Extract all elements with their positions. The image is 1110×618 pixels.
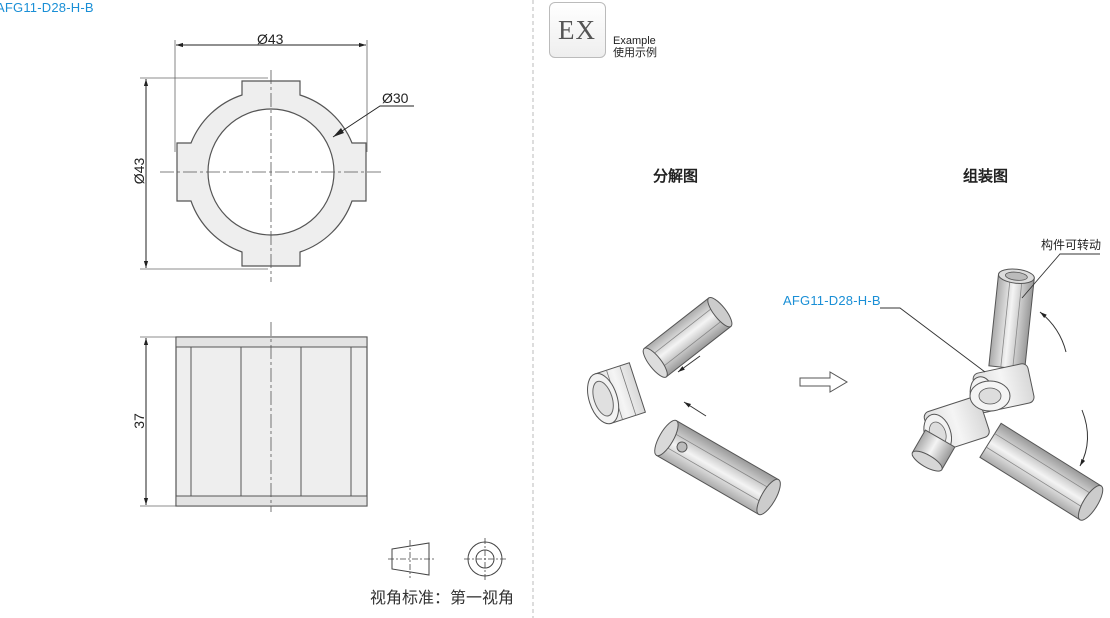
part-callout-label: AFG11-D28-H-B <box>783 293 881 308</box>
side-view <box>140 322 368 512</box>
dim-inner-diameter-label: Ø30 <box>382 90 409 106</box>
exploded-illustration <box>587 297 781 516</box>
exploded-view-title: 分解图 <box>653 168 699 185</box>
example-badge-text: EX <box>558 15 596 45</box>
transition-arrow <box>799 371 848 393</box>
projection-standard-label: 视角标准：第一视角 <box>370 590 515 607</box>
dim-outer-height-label: Ø43 <box>131 157 147 185</box>
example-label-en: Example <box>613 35 656 47</box>
ring-outline <box>176 80 367 267</box>
leader-rotate-note <box>1021 253 1100 299</box>
dim-outer-width-label: Ø43 <box>257 31 284 47</box>
rotate-note: 构件可转动 <box>1041 238 1102 252</box>
leader-inner-dim <box>332 105 414 138</box>
front-view <box>140 40 414 282</box>
assembled-illustration <box>880 253 1104 521</box>
dim-length-label: 37 <box>131 413 147 429</box>
leader-part-callout <box>880 307 986 373</box>
example-label-cn: 使用示例 <box>613 47 657 59</box>
example-badge: EX <box>549 2 606 58</box>
side-body <box>175 336 368 507</box>
part-code-title: AFG11-D28-H-B <box>0 0 94 15</box>
projection-symbol <box>388 538 506 580</box>
assembled-view-title: 组装图 <box>963 168 1009 185</box>
